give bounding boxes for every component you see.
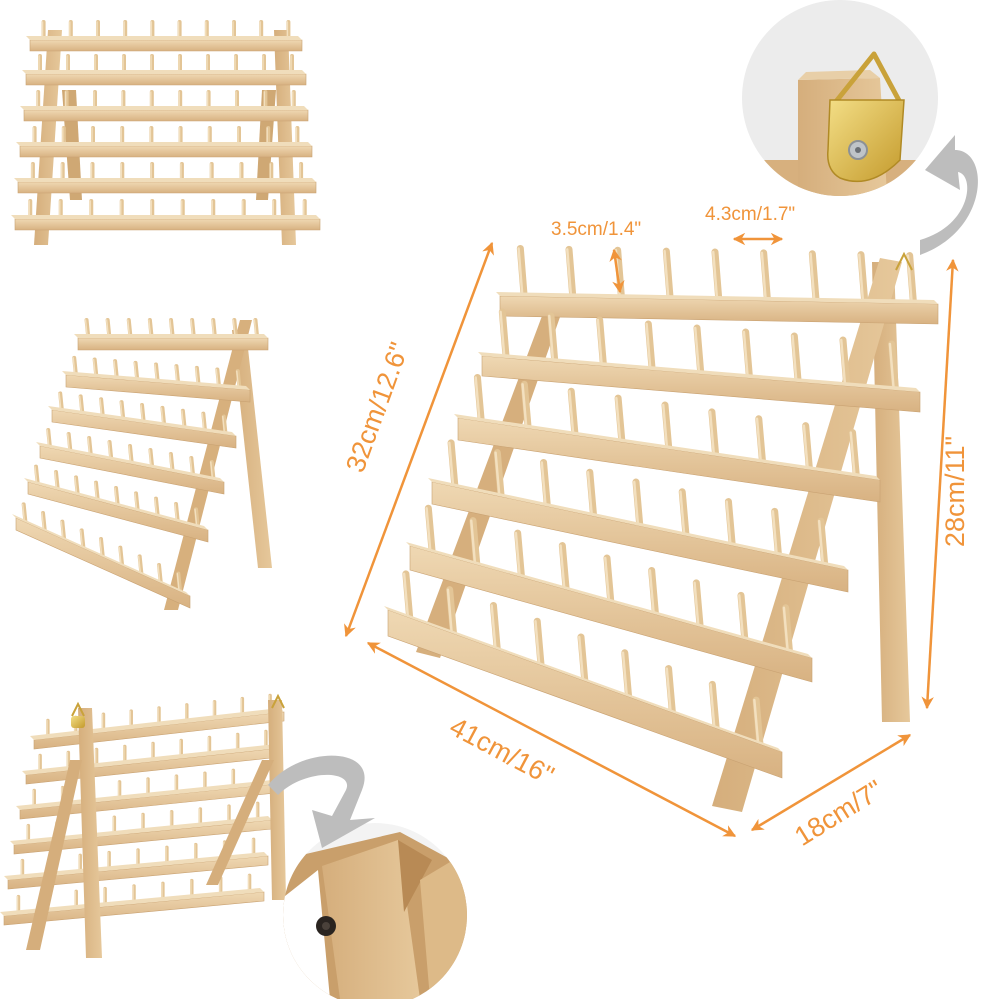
peg	[808, 250, 820, 308]
shelf-board	[14, 218, 321, 231]
peg	[614, 394, 626, 448]
peg	[644, 320, 656, 376]
hanger-detail-inset	[742, 0, 938, 196]
shelf	[16, 126, 313, 158]
shelf	[10, 801, 273, 855]
peg	[849, 429, 861, 483]
shelf	[22, 54, 307, 86]
shelf	[11, 199, 321, 231]
peg	[737, 591, 749, 645]
shelf	[4, 837, 269, 890]
shelf	[62, 355, 251, 403]
shelf-board	[23, 109, 309, 122]
shelf	[36, 428, 225, 495]
peg	[661, 401, 673, 455]
front-view	[11, 20, 321, 245]
height-label: 28cm/11"	[940, 435, 971, 548]
peg	[547, 312, 559, 368]
peg	[888, 340, 900, 396]
shelf-board	[51, 409, 237, 449]
shelf-board	[17, 181, 317, 194]
peg	[514, 529, 526, 583]
peg	[760, 249, 772, 307]
callout-arrow-top	[920, 135, 978, 255]
hinge-detail-inset	[283, 823, 467, 999]
peg	[520, 380, 532, 434]
peg-spacing-label: 4.3cm/1.7"	[705, 204, 796, 225]
peg	[586, 468, 598, 522]
peg	[692, 579, 704, 633]
peg	[662, 247, 674, 305]
peg	[693, 324, 705, 380]
peg	[742, 328, 754, 384]
peg	[596, 316, 608, 372]
peg	[839, 336, 851, 392]
peg	[711, 248, 723, 306]
peg-height-label: 3.5cm/1.4"	[551, 219, 642, 240]
peg	[708, 408, 720, 462]
peg	[567, 387, 579, 441]
shelf	[496, 244, 939, 325]
peg	[498, 308, 510, 364]
dimension-lines	[344, 232, 959, 838]
peg	[632, 478, 644, 532]
shelf-board	[77, 337, 269, 351]
peg	[802, 422, 814, 476]
peg	[558, 542, 570, 596]
peg	[790, 332, 802, 388]
peg	[857, 251, 869, 309]
angled-view	[12, 318, 272, 610]
shelf	[20, 90, 309, 122]
peg	[771, 507, 783, 561]
peg	[516, 244, 528, 302]
callout-arrow-bottom	[268, 755, 375, 848]
peg	[493, 449, 505, 503]
peg	[782, 604, 794, 658]
peg	[724, 498, 736, 552]
peg	[906, 252, 918, 310]
peg	[817, 517, 829, 571]
shelf	[14, 162, 317, 194]
back-view	[0, 693, 286, 958]
shelf-board	[15, 517, 191, 609]
shelf	[30, 693, 285, 750]
shelf-board	[19, 145, 313, 158]
shelf-board	[29, 39, 303, 52]
shelf-board	[25, 73, 307, 86]
peg	[565, 245, 577, 303]
shelf	[12, 502, 191, 609]
peg	[755, 415, 767, 469]
peg	[603, 554, 615, 608]
peg	[540, 458, 552, 512]
shelf	[74, 318, 269, 351]
shelf	[24, 464, 209, 543]
shelf	[26, 20, 303, 52]
shelf	[48, 391, 237, 449]
peg	[678, 488, 690, 542]
peg	[648, 566, 660, 620]
